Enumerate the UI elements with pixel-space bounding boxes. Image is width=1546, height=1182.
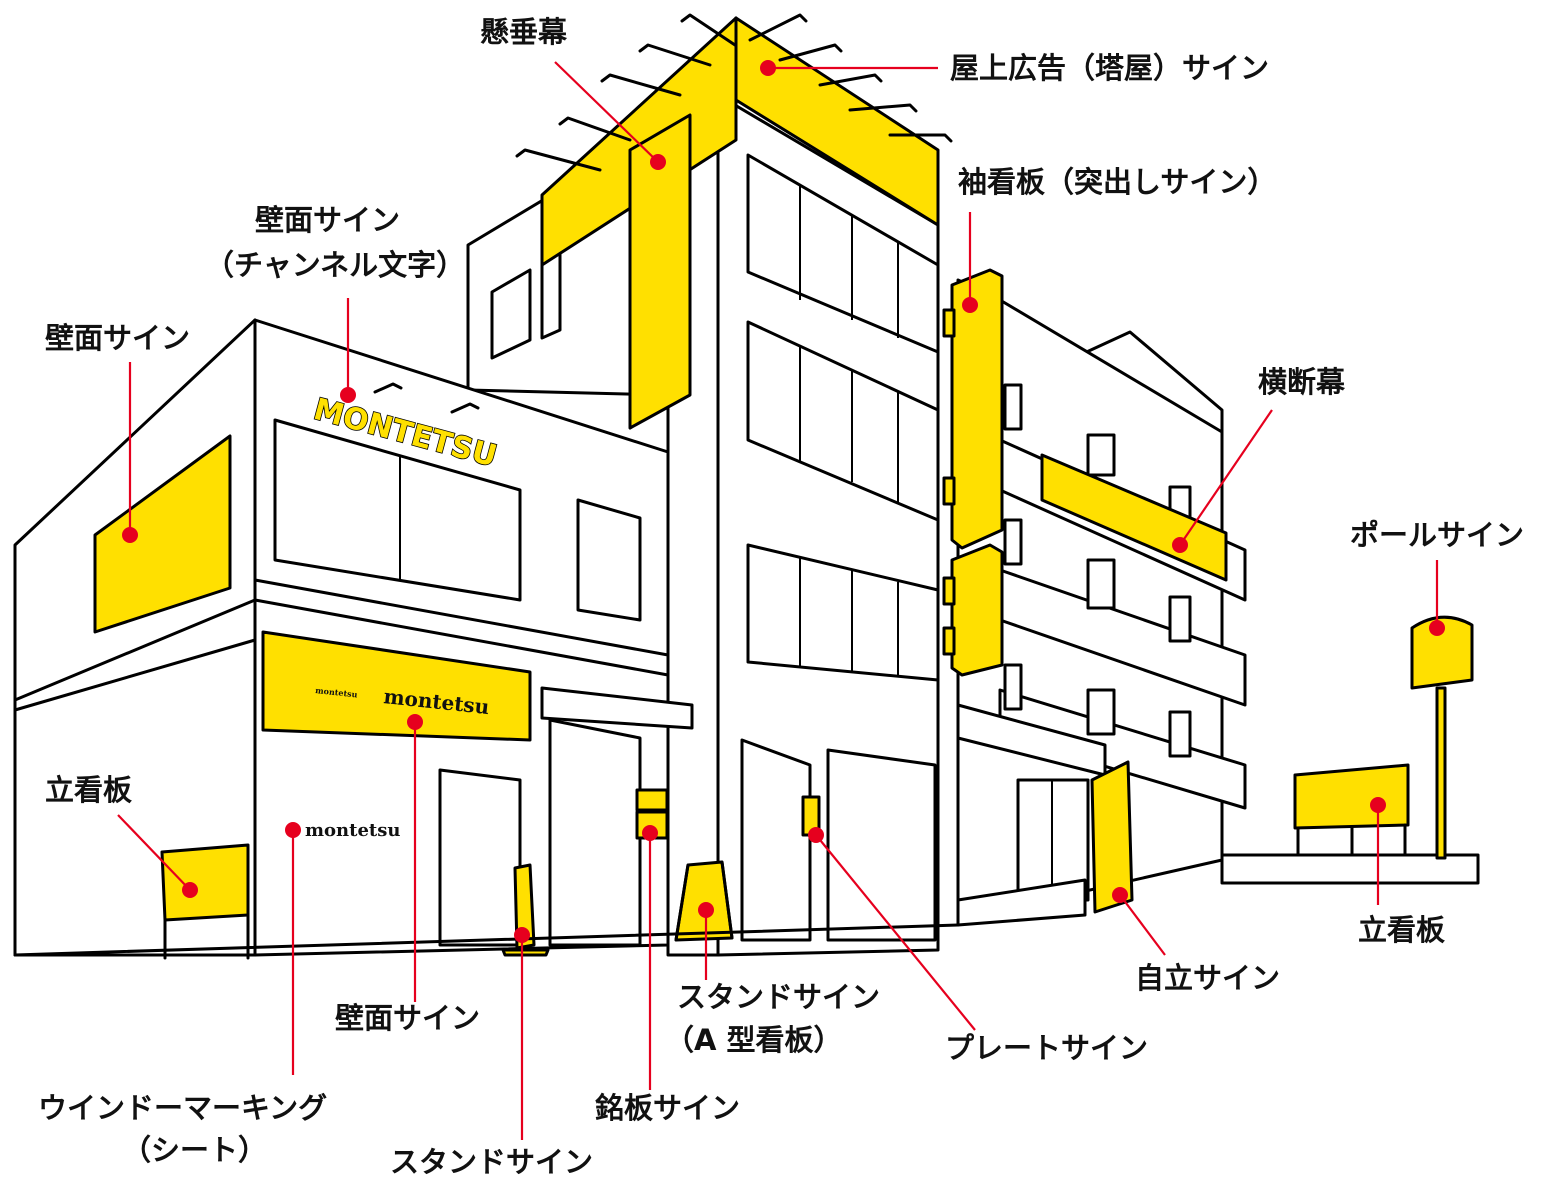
wall-sign-storefront [261, 630, 532, 742]
right-ground-block [1220, 853, 1480, 885]
left-building [13, 318, 694, 957]
label-window-2: （シート） [122, 1133, 267, 1167]
ground-line [13, 923, 960, 957]
label-meiban: 銘板サイン [595, 1091, 740, 1125]
wall-sign-small-text: montetsu [315, 685, 358, 699]
leaders [117, 61, 1439, 1140]
a-frame-sign [674, 860, 734, 942]
marker-dots [122, 60, 1445, 943]
label-stand-a-1: スタンドサイン [677, 980, 880, 1014]
tower [466, 93, 940, 957]
label-stand-bottom: スタンドサイン [390, 1145, 593, 1179]
stand-sign-bottom [501, 863, 550, 957]
label-sodekanban: 袖看板（突出しサイン） [958, 165, 1276, 199]
rooftop-sign [515, 13, 953, 267]
label-hekimen-channel-1: 壁面サイン [255, 203, 400, 237]
label-plate: プレートサイン [945, 1031, 1148, 1065]
standing-board-right [1293, 763, 1410, 857]
label-pole-sign: ポールサイン [1350, 518, 1524, 552]
labels: 懸垂幕 屋上広告（塔屋）サイン 袖看板（突出しサイン） 壁面サイン （チャンネル… [38, 15, 1524, 1179]
label-hekimen-bottom: 壁面サイン [335, 1001, 480, 1035]
label-stand-a-2: （A 型看板） [665, 1023, 843, 1057]
right-building [956, 278, 1247, 927]
label-jiritsu: 自立サイン [1135, 961, 1280, 995]
hanging-banner [628, 113, 692, 430]
label-hekimen-left: 壁面サイン [45, 321, 190, 355]
label-kensuimaku: 懸垂幕 [480, 15, 568, 49]
wall-sign-left [93, 434, 232, 634]
pole-sign [1410, 615, 1474, 860]
label-okujo: 屋上広告（塔屋）サイン [950, 51, 1269, 85]
label-oudanmaku: 横断幕 [1258, 365, 1346, 399]
free-standing-sign [1090, 760, 1134, 914]
channel-letter-lights [373, 382, 480, 414]
standing-board-left [160, 843, 250, 960]
label-hekimen-channel-2: （チャンネル文字） [205, 248, 465, 282]
label-tatekanban-left: 立看板 [45, 773, 133, 807]
label-window-1: ウインドーマーキング [38, 1091, 327, 1125]
window-marking-text: montetsu [305, 820, 400, 841]
projecting-signs [942, 268, 1004, 677]
label-tatekanban-right: 立看板 [1358, 913, 1446, 947]
